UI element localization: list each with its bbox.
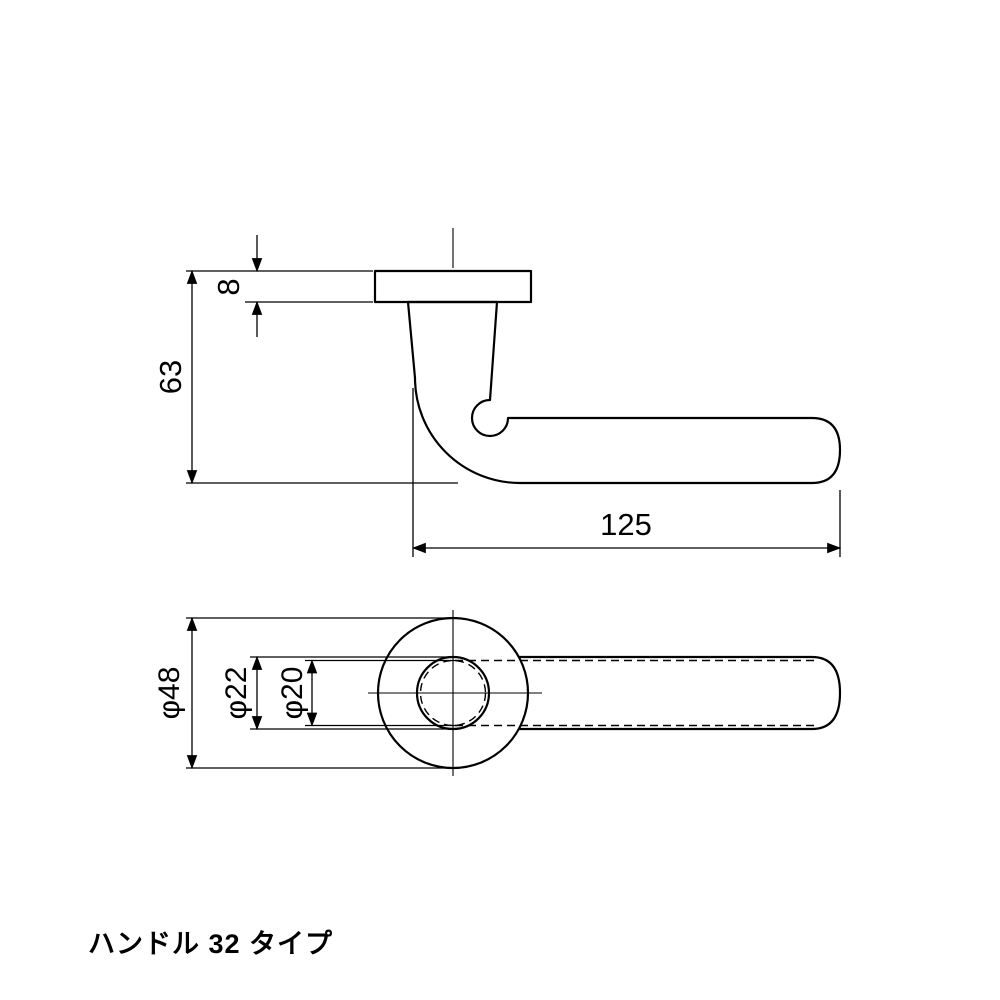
dim-label-bar-diameter: φ20: [276, 667, 309, 720]
hidden-bar-circle: [419, 659, 487, 727]
drawing-caption: ハンドル 32 タイプ: [88, 929, 334, 959]
lever-plan-outline: [519, 655, 842, 731]
side-view-dimensions: 8 63 125: [153, 235, 842, 557]
dim-label-lever-length: 125: [600, 507, 652, 542]
dim-label-neck-diameter: φ22: [220, 667, 253, 720]
dim-label-rose-thickness: 8: [211, 278, 246, 295]
side-view: 8 63 125: [153, 228, 842, 557]
dim-label-rose-diameter: φ48: [153, 667, 186, 720]
plan-view: φ48 φ22 φ20: [153, 610, 842, 776]
lever-side-outline: [406, 300, 842, 485]
dim-label-height: 63: [153, 360, 188, 394]
plan-view-dimensions: φ48 φ22 φ20: [153, 616, 457, 770]
rose-side-outline: [373, 269, 533, 304]
